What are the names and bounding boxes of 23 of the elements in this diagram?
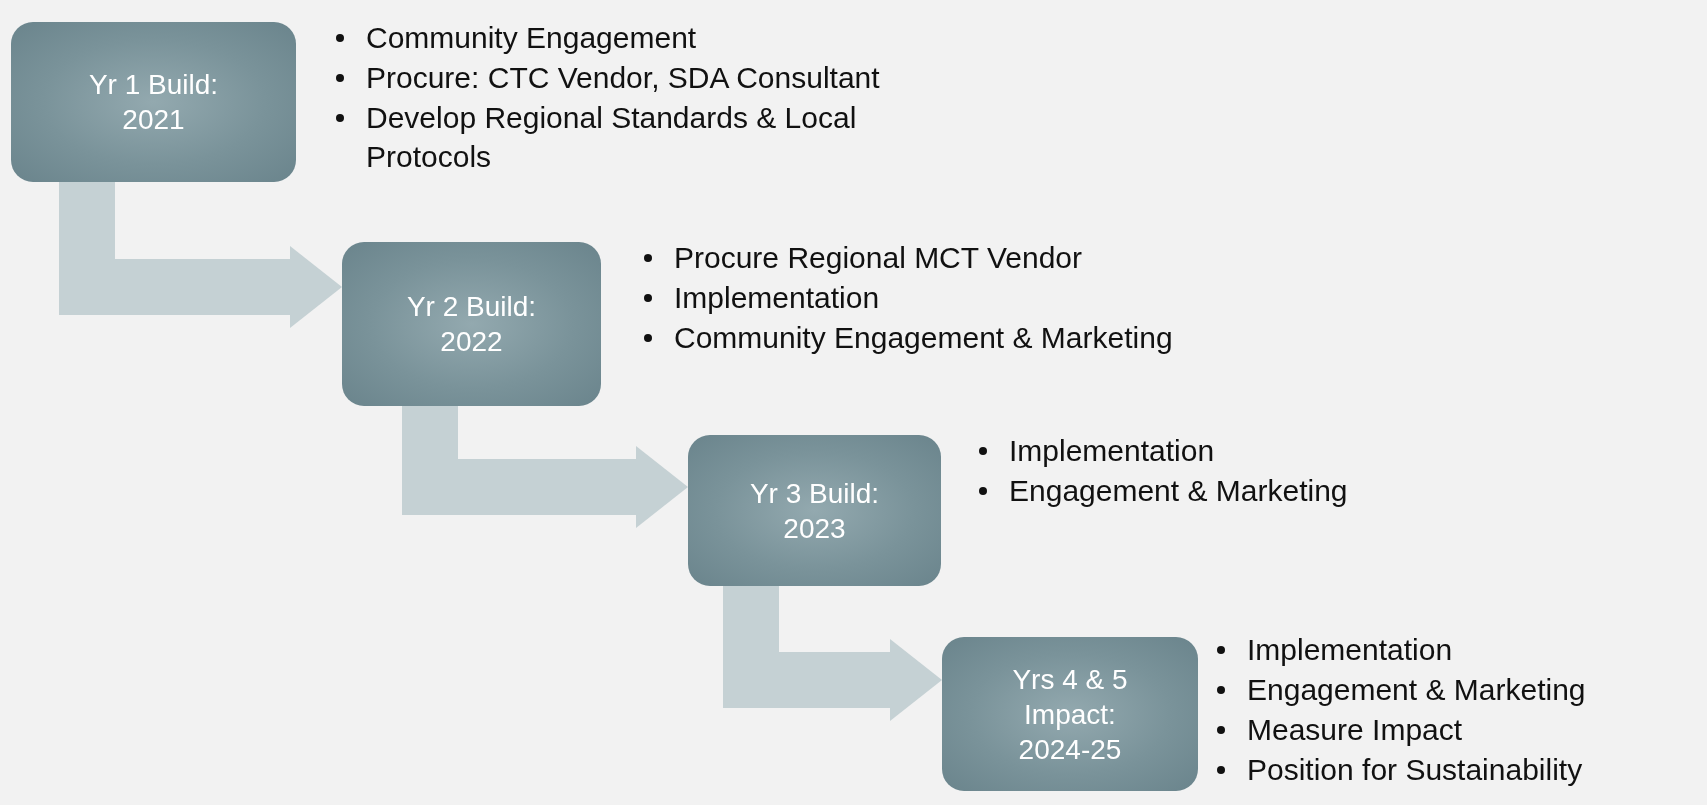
step-box [942,637,1198,791]
bullet-item: Measure Impact [1247,712,1463,748]
bullet-item: Procure: CTC Vendor, SDA Consultant [366,60,880,96]
step-label: Yr 2 Build: 2022 [405,290,538,359]
bent-arrow [402,406,688,528]
bullet-item: Implementation [1009,433,1215,469]
bullet-item: Community Engagement [366,20,697,56]
step-label: Yrs 4 & 5 Impact: 2024-25 [1011,662,1129,767]
bullet-item: Engagement & Marketing [1009,473,1348,509]
step-box [688,435,941,586]
bullet-item: Position for Sustainability [1247,752,1583,788]
bent-arrow [723,586,942,721]
step-box [11,22,296,182]
step-box [342,242,601,406]
bullet-item: Community Engagement & Marketing [674,320,1173,356]
bent-arrow [59,182,342,328]
bullet-item: Procure Regional MCT Vendor [674,240,1082,276]
bullet-item: Develop Regional Standards & Local Protocols [366,100,858,175]
bullet-item: Implementation [1247,632,1453,668]
bullet-item: Engagement & Marketing [1247,672,1586,708]
bullet-item: Implementation [674,280,880,316]
step-label: Yr 1 Build: 2021 [87,68,220,137]
step-label: Yr 3 Build: 2023 [748,476,881,546]
